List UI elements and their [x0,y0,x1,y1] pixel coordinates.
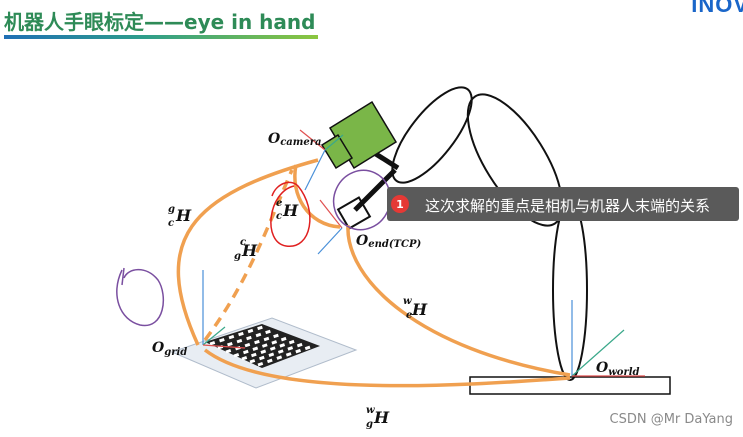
svg-text:g: g [234,251,241,262]
camera-icon [320,100,398,170]
svg-text:g: g [168,204,175,215]
annotations [116,169,392,327]
label-e-c-H: e c H [276,198,299,222]
label-c-g-H: c g H [234,237,258,262]
svg-text:H: H [373,408,390,427]
label-o-camera: Ocamera [268,131,321,148]
svg-text:e: e [276,198,282,209]
label-g-c-H: g c H [168,204,192,229]
diagram-labels: Ocamera Ogrid Oend(TCP) Oworld g c H c g… [152,131,640,430]
svg-text:H: H [241,241,258,260]
svg-text:e: e [406,310,412,321]
axes [202,129,645,377]
tooltip: 1 这次求解的重点是相机与机器人末端的关系 [387,187,739,221]
svg-text:H: H [411,300,428,319]
calibration-board [170,317,358,389]
svg-text:w: w [403,296,412,307]
svg-text:w: w [366,405,375,416]
tooltip-text: 这次求解的重点是相机与机器人末端的关系 [425,197,711,215]
svg-text:g: g [366,419,373,430]
label-w-g-H: w g H [366,405,390,430]
brand-logo: INOV [691,0,743,17]
svg-text:c: c [168,218,174,229]
transform-curves [176,158,571,388]
label-o-world: Oworld [596,360,640,378]
label-o-grid: Ogrid [152,340,187,358]
watermark: CSDN @Mr DaYang [609,412,733,427]
label-o-end: Oend(TCP) [356,233,421,250]
page-title: 机器人手眼标定——eye in hand [4,10,316,34]
label-w-e-H: w e H [403,296,428,321]
svg-text:c: c [240,237,246,248]
svg-text:H: H [282,201,299,220]
svg-text:H: H [175,206,192,225]
title-underline [4,35,318,39]
tooltip-badge[interactable]: 1 [391,195,409,213]
svg-text:c: c [276,211,282,222]
